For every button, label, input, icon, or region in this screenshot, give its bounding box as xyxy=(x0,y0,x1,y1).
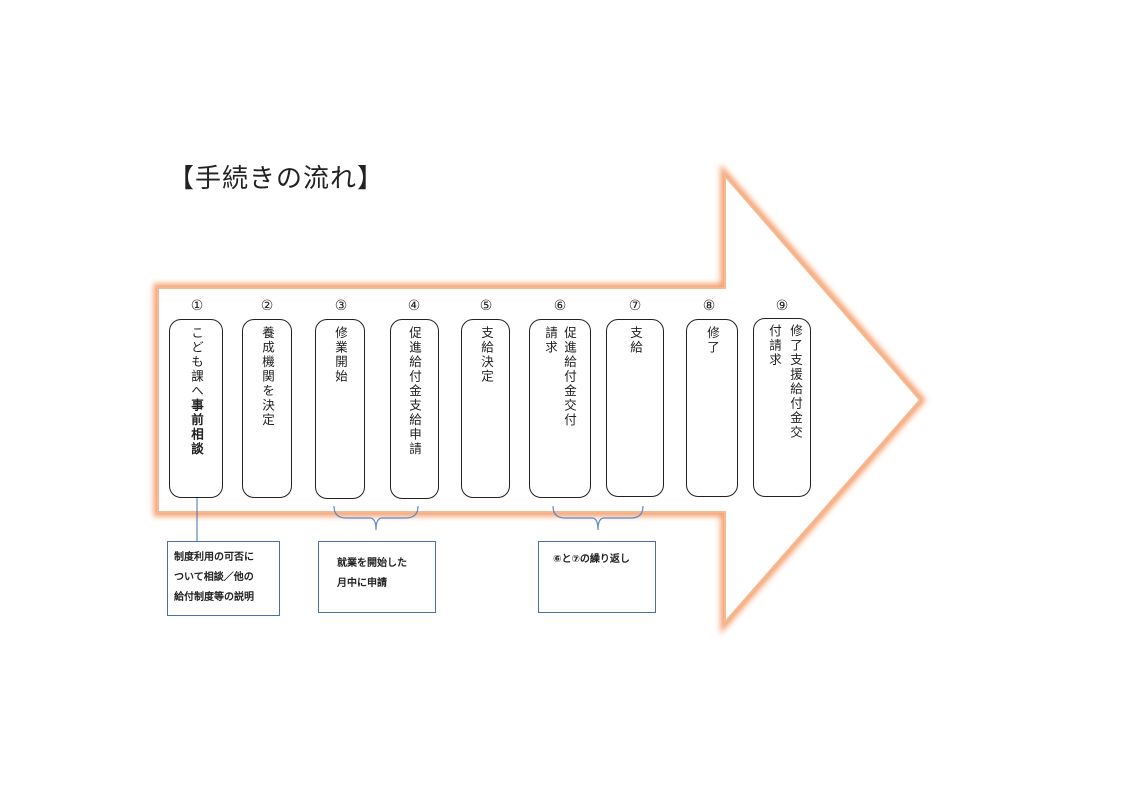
step-label-8: 修了 xyxy=(705,326,720,355)
step-number-1: ① xyxy=(190,298,204,314)
note-line: ついて相談／他の xyxy=(174,572,254,583)
step-label-6: 促進給付金交付 xyxy=(562,326,577,428)
note-application: 就業を開始した 月中に申請 xyxy=(318,541,436,613)
step-label-7: 支給 xyxy=(628,326,643,355)
note-line: ⑥と⑦の繰り返し xyxy=(553,554,630,565)
step-number-2: ② xyxy=(260,298,274,314)
note-consultation: 制度利用の可否に ついて相談／他の 給付制度等の説明 xyxy=(167,541,280,616)
step-number-6: ⑥ xyxy=(553,298,567,314)
note-line: 制度利用の可否に xyxy=(174,552,254,563)
step-label-9b: 付請求 xyxy=(767,324,782,368)
step-number-3: ③ xyxy=(334,298,348,314)
step-number-8: ⑧ xyxy=(702,298,716,314)
step-box-7 xyxy=(606,319,664,497)
step-box-8 xyxy=(686,319,738,497)
step-box-9 xyxy=(753,318,811,497)
step-label-6b: 請求 xyxy=(543,326,558,355)
step-label-5: 支給決定 xyxy=(479,326,494,384)
note-line: 就業を開始した xyxy=(337,558,407,569)
note-repeat: ⑥と⑦の繰り返し xyxy=(538,541,656,613)
step-number-9: ⑨ xyxy=(775,298,789,314)
step-box-6 xyxy=(529,319,591,498)
step-label-4: 促進給付金支給申請 xyxy=(407,326,422,457)
step-number-4: ④ xyxy=(407,298,421,314)
step-box-3 xyxy=(315,319,365,499)
note-line: 給付制度等の説明 xyxy=(174,592,254,603)
step-label-1: こども課へ事前相談 xyxy=(189,326,204,457)
step-label-3: 修業開始 xyxy=(333,326,348,384)
step-box-2 xyxy=(242,319,292,498)
step-number-5: ⑤ xyxy=(479,298,493,314)
step-box-5 xyxy=(461,319,510,498)
step-number-7: ⑦ xyxy=(628,298,642,314)
step-label-2: 養成機関を決定 xyxy=(260,326,275,428)
step-box-4 xyxy=(390,319,439,499)
note-line: 月中に申請 xyxy=(337,578,387,589)
page-title: 【手続きの流れ】 xyxy=(168,164,385,194)
step-box-1 xyxy=(169,319,223,498)
step-label-9: 修了支援給付金交 xyxy=(788,324,803,440)
